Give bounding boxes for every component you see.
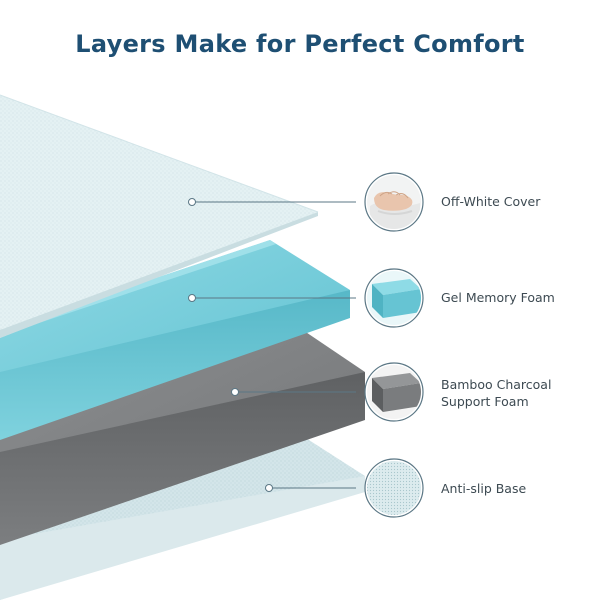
gel-memory-foam-layer xyxy=(0,240,350,440)
layer-label-line2: Support Foam xyxy=(441,394,529,409)
layer-label-anti-slip-base: Anti-slip Base xyxy=(441,481,527,496)
layer-label-bamboo-charcoal-foam: Bamboo Charcoal Support Foam xyxy=(441,376,551,410)
callout-gel-memory-foam xyxy=(188,294,356,302)
layer-label-off-white-cover: Off-White Cover xyxy=(441,194,541,209)
page-title: Layers Make for Perfect Comfort xyxy=(75,30,525,58)
charcoal-foam-cube-icon xyxy=(364,362,424,422)
hand-pressing-foam-icon xyxy=(364,172,424,232)
layer-label-gel-memory-foam: Gel Memory Foam xyxy=(441,290,555,305)
callout-anti-slip-base xyxy=(265,484,356,492)
textured-fabric-swatch-icon xyxy=(364,458,424,518)
off-white-cover-layer xyxy=(0,94,319,338)
callout-bamboo-charcoal-foam xyxy=(231,388,356,396)
callout-off-white-cover xyxy=(188,198,356,206)
gel-foam-cube-icon xyxy=(364,268,424,328)
layer-label-line1: Bamboo Charcoal xyxy=(441,377,552,392)
